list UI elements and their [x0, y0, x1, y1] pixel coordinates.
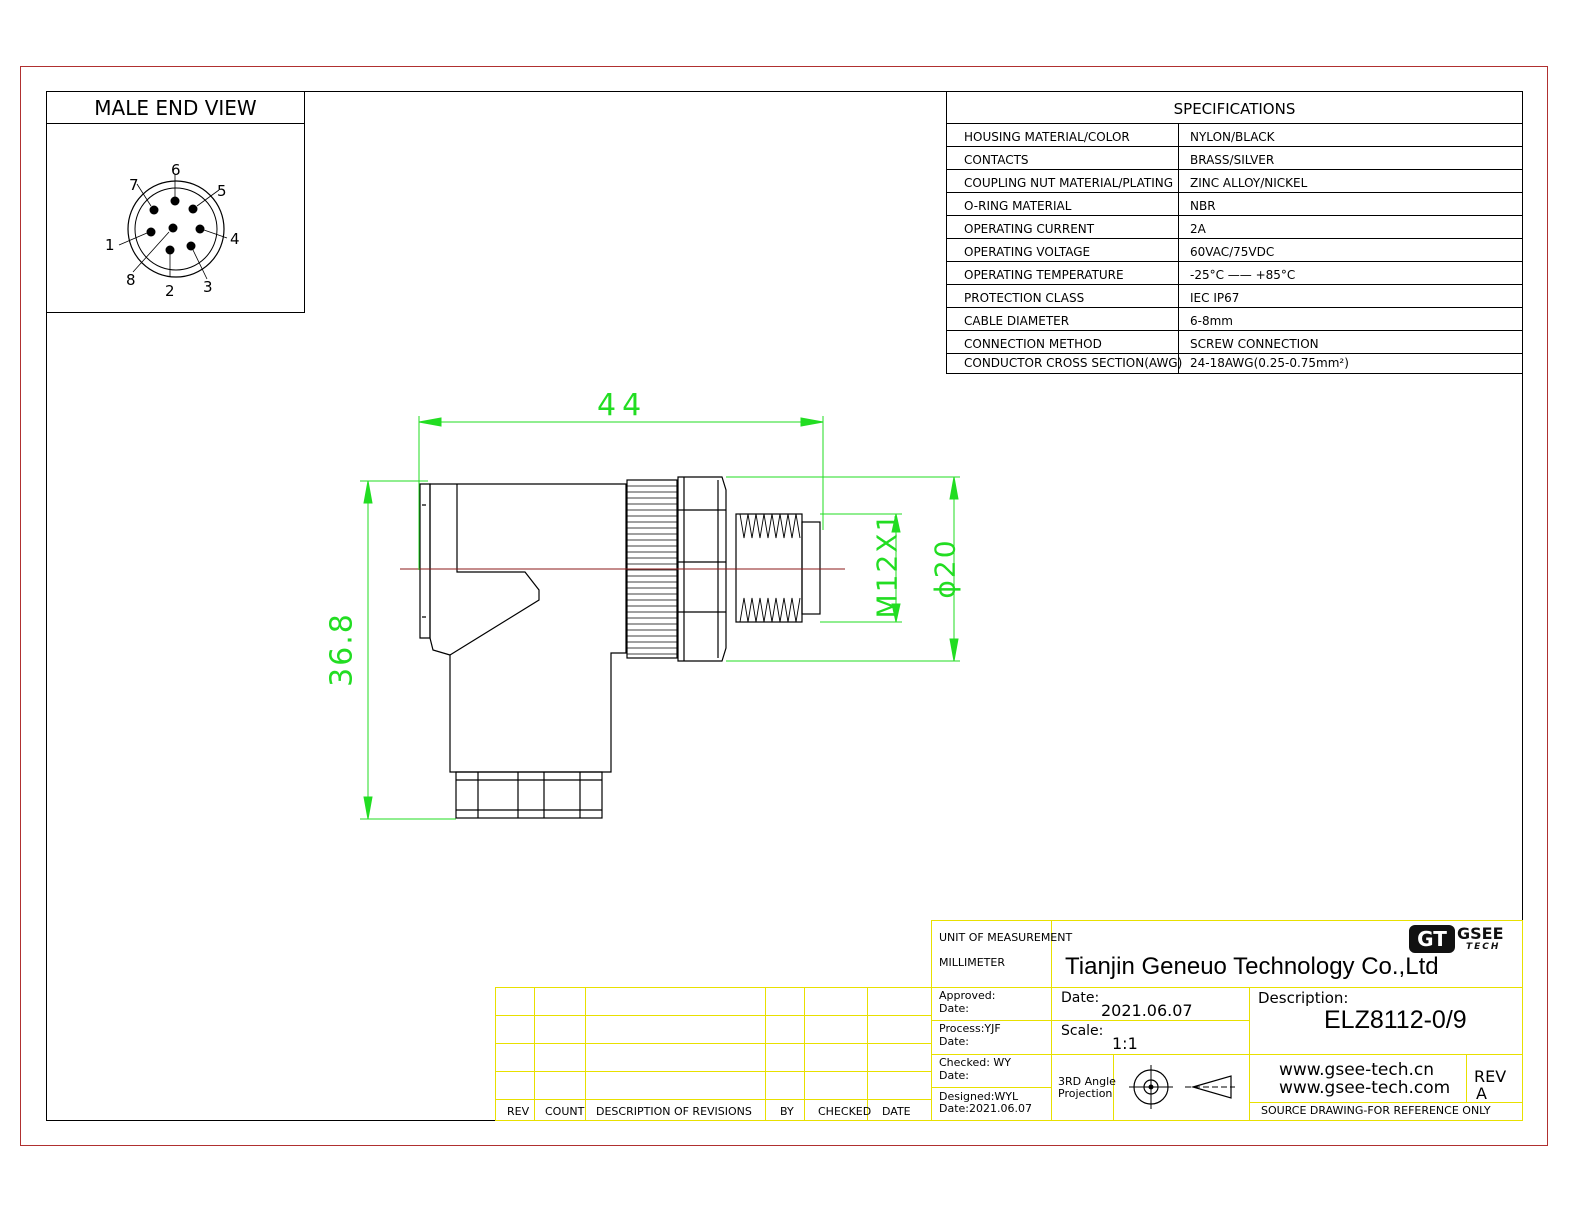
dimension-length: 44	[597, 388, 648, 423]
spec-value: SCREW CONNECTION	[1190, 337, 1319, 351]
by-header: BY	[780, 1105, 794, 1118]
spec-row: CONNECTION METHOD SCREW CONNECTION	[947, 331, 1522, 354]
projection-line-1: 3RD Angle	[1058, 1075, 1116, 1088]
unit-value: MILLIMETER	[939, 956, 1005, 969]
spec-row: PROTECTION CLASS IEC IP67	[947, 285, 1522, 308]
spec-row: O-RING MATERIAL NBR	[947, 193, 1522, 216]
rev-value: A	[1476, 1084, 1487, 1103]
spec-label: PROTECTION CLASS	[964, 291, 1085, 305]
spec-row: HOUSING MATERIAL/COLOR NYLON/BLACK	[947, 124, 1522, 147]
outer-border	[20, 66, 1548, 1146]
pin-7	[149, 205, 159, 215]
checked-date-label: Date:	[939, 1069, 969, 1082]
projection-line-2: Projection	[1058, 1087, 1113, 1100]
spec-value: 6-8mm	[1190, 314, 1233, 328]
scale-label: Scale:	[1061, 1023, 1104, 1039]
rev-header: REV	[507, 1105, 530, 1118]
spec-label: O-RING MATERIAL	[964, 199, 1072, 213]
checked-label: Checked: WY	[939, 1056, 1011, 1069]
pin-label-7: 7	[129, 176, 139, 194]
date-value: 2021.06.07	[1101, 1001, 1193, 1020]
pin-label-4: 4	[230, 230, 240, 248]
process-label: Process:YJF	[939, 1022, 1001, 1035]
scale-value: 1:1	[1112, 1034, 1138, 1053]
pin-3	[186, 241, 196, 251]
date-label: Date:	[1061, 990, 1100, 1006]
unit-label: UNIT OF MEASUREMENT	[939, 931, 1073, 944]
designed-label: Designed:WYL	[939, 1090, 1019, 1103]
pin-1	[146, 227, 156, 237]
revision-table: REV COUNT DESCRIPTION OF REVISIONS BY CH…	[495, 987, 932, 1121]
title-block: UNIT OF MEASUREMENT MILLIMETER GT GSEE T…	[931, 920, 1523, 1121]
pin-label-3: 3	[203, 278, 213, 296]
spec-label: CONTACTS	[964, 153, 1029, 167]
date-header: DATE	[882, 1105, 911, 1118]
dimension-thread: M12X1	[870, 511, 904, 619]
spec-value: NYLON/BLACK	[1190, 130, 1275, 144]
spec-label: CONNECTION METHOD	[964, 337, 1102, 351]
website-cn-link[interactable]: www.gsee-tech.cn	[1279, 1060, 1435, 1080]
pin-4	[195, 224, 205, 234]
spec-label: HOUSING MATERIAL/COLOR	[964, 130, 1130, 144]
approved-label: Approved:	[939, 989, 996, 1002]
logo-brand: GSEE	[1457, 924, 1504, 943]
spec-value: IEC IP67	[1190, 291, 1240, 305]
checked-header: CHECKED	[818, 1105, 872, 1118]
spec-value: -25°C —— +85°C	[1190, 268, 1296, 282]
male-end-view-title: MALE END VIEW	[47, 92, 304, 124]
spec-row: CONTACTS BRASS/SILVER	[947, 147, 1522, 170]
spec-label: OPERATING CURRENT	[964, 222, 1095, 236]
spec-label: OPERATING TEMPERATURE	[964, 268, 1124, 282]
spec-value: NBR	[1190, 199, 1216, 213]
description-label: Description:	[1258, 989, 1349, 1007]
company-name: Tianjin Geneuo Technology Co.,Ltd	[1065, 953, 1439, 980]
projection-symbol-icon	[1129, 1065, 1235, 1109]
spec-label: CONDUCTOR CROSS SECTION(AWG)	[964, 356, 1183, 370]
logo-mark: GT	[1409, 925, 1455, 953]
specifications-title: SPECIFICATIONS	[947, 92, 1522, 124]
pin-label-5: 5	[217, 182, 227, 200]
spec-value: 60VAC/75VDC	[1190, 245, 1275, 259]
description-header: DESCRIPTION OF REVISIONS	[596, 1105, 752, 1118]
pin-6	[170, 196, 180, 206]
pin-label-1: 1	[105, 236, 115, 254]
designed-date-label: Date:2021.06.07	[939, 1102, 1032, 1115]
spec-row: OPERATING CURRENT 2A	[947, 216, 1522, 239]
pin-label-2: 2	[165, 282, 175, 300]
spec-value: ZINC ALLOY/NICKEL	[1190, 176, 1308, 190]
spec-label: CABLE DIAMETER	[964, 314, 1070, 328]
spec-row: CABLE DIAMETER 6-8mm	[947, 308, 1522, 331]
website-com-link[interactable]: www.gsee-tech.com	[1279, 1078, 1451, 1098]
logo-sub: TECH	[1466, 942, 1501, 952]
spec-value: 24-18AWG(0.25-0.75mm²)	[1190, 356, 1349, 370]
spec-label: OPERATING VOLTAGE	[964, 245, 1091, 259]
reference-note: SOURCE DRAWING-FOR REFERENCE ONLY	[1261, 1104, 1491, 1117]
approved-date-label: Date:	[939, 1002, 969, 1015]
specifications-table: SPECIFICATIONS HOUSING MATERIAL/COLOR NYL…	[946, 91, 1523, 374]
dimension-diameter: ϕ20	[928, 538, 962, 599]
dimension-height: 36.8	[324, 612, 360, 687]
connector-drawing	[360, 416, 960, 820]
part-number: ELZ8112-0/9	[1324, 1006, 1467, 1034]
spec-value: 2A	[1190, 222, 1206, 236]
spec-value: BRASS/SILVER	[1190, 153, 1275, 167]
spec-row: OPERATING TEMPERATURE -25°C —— +85°C	[947, 262, 1522, 285]
male-end-view-panel: MALE END VIEW 1 2 3 4 5 6 7 8	[46, 91, 305, 313]
spec-row: OPERATING VOLTAGE 60VAC/75VDC	[947, 239, 1522, 262]
pin-5	[188, 204, 198, 214]
pin-label-8: 8	[126, 271, 136, 289]
spec-row: CONDUCTOR CROSS SECTION(AWG) 24-18AWG(0.2…	[947, 354, 1522, 374]
pinout-diagram	[118, 174, 228, 280]
spec-row: COUPLING NUT MATERIAL/PLATING ZINC ALLOY/…	[947, 170, 1522, 193]
process-date-label: Date:	[939, 1035, 969, 1048]
pin-8	[168, 223, 178, 233]
pin-2	[165, 245, 175, 255]
rev-label: REV	[1474, 1067, 1507, 1086]
count-header: COUNT	[545, 1105, 585, 1118]
pin-label-6: 6	[171, 161, 181, 179]
spec-label: COUPLING NUT MATERIAL/PLATING	[964, 176, 1174, 190]
